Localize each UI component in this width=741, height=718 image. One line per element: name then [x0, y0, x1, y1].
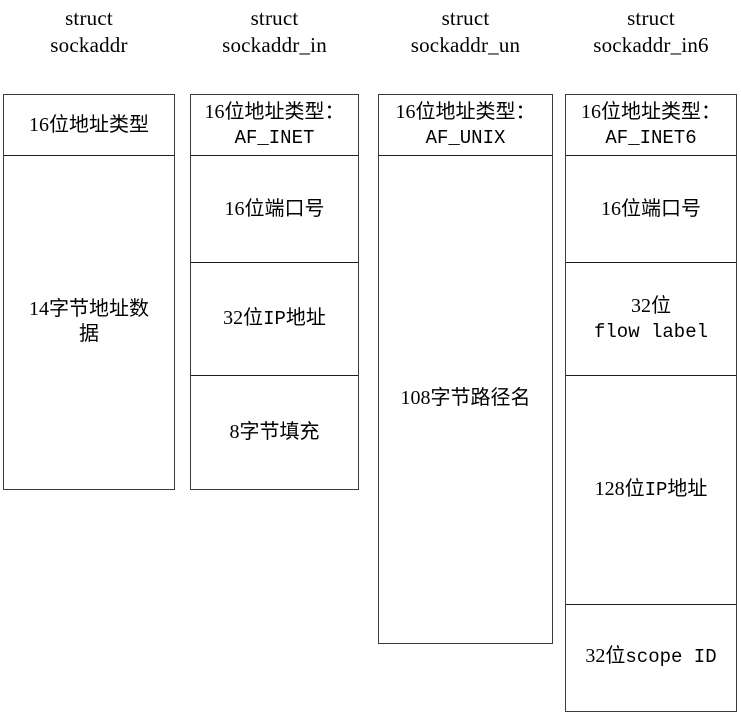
column-title-sockaddr: struct sockaddr	[50, 6, 128, 57]
field-sockaddr-in-port: 16位端口号	[191, 156, 358, 263]
field-sockaddr-in-family: 16位地址类型：AF_INET	[191, 95, 358, 156]
struct-column-sockaddr-un: struct sockaddr_un 16位地址类型：AF_UNIX 108字节…	[378, 0, 553, 718]
struct-box-sockaddr: 16位地址类型 14字节地址数据	[3, 94, 175, 490]
struct-column-sockaddr-in6: struct sockaddr_in6 16位地址类型：AF_INET6 16位…	[565, 0, 737, 718]
struct-box-sockaddr-un: 16位地址类型：AF_UNIX 108字节路径名	[378, 94, 553, 644]
field-sockaddr-in-addr: 32位IP地址	[191, 263, 358, 376]
field-sockaddr-un-family: 16位地址类型：AF_UNIX	[379, 95, 552, 156]
field-sockaddr-un-path: 108字节路径名	[400, 387, 531, 409]
struct-column-sockaddr: struct sockaddr 16位地址类型 14字节地址数据	[3, 0, 175, 718]
field-sockaddr-in6-port: 16位端口号	[566, 156, 736, 263]
field-sockaddr-family: 16位地址类型	[4, 95, 174, 156]
column-title-sockaddr-in6: struct sockaddr_in6	[593, 6, 709, 57]
field-sockaddr-data: 14字节地址数据	[29, 297, 149, 345]
column-title-sockaddr-un: struct sockaddr_un	[410, 6, 521, 57]
field-sockaddr-in-padding: 8字节填充	[229, 420, 320, 443]
field-sockaddr-in6-scopeid: 32位scope ID	[585, 645, 717, 668]
field-sockaddr-in6-addr: 128位IP地址	[566, 376, 736, 605]
field-sockaddr-in6-family: 16位地址类型：AF_INET6	[566, 95, 736, 156]
struct-box-sockaddr-in: 16位地址类型：AF_INET 16位端口号 32位IP地址 8字节填充	[190, 94, 359, 490]
column-title-sockaddr-in: struct sockaddr_in	[222, 6, 327, 57]
struct-column-sockaddr-in: struct sockaddr_in 16位地址类型：AF_INET 16位端口…	[190, 0, 359, 718]
